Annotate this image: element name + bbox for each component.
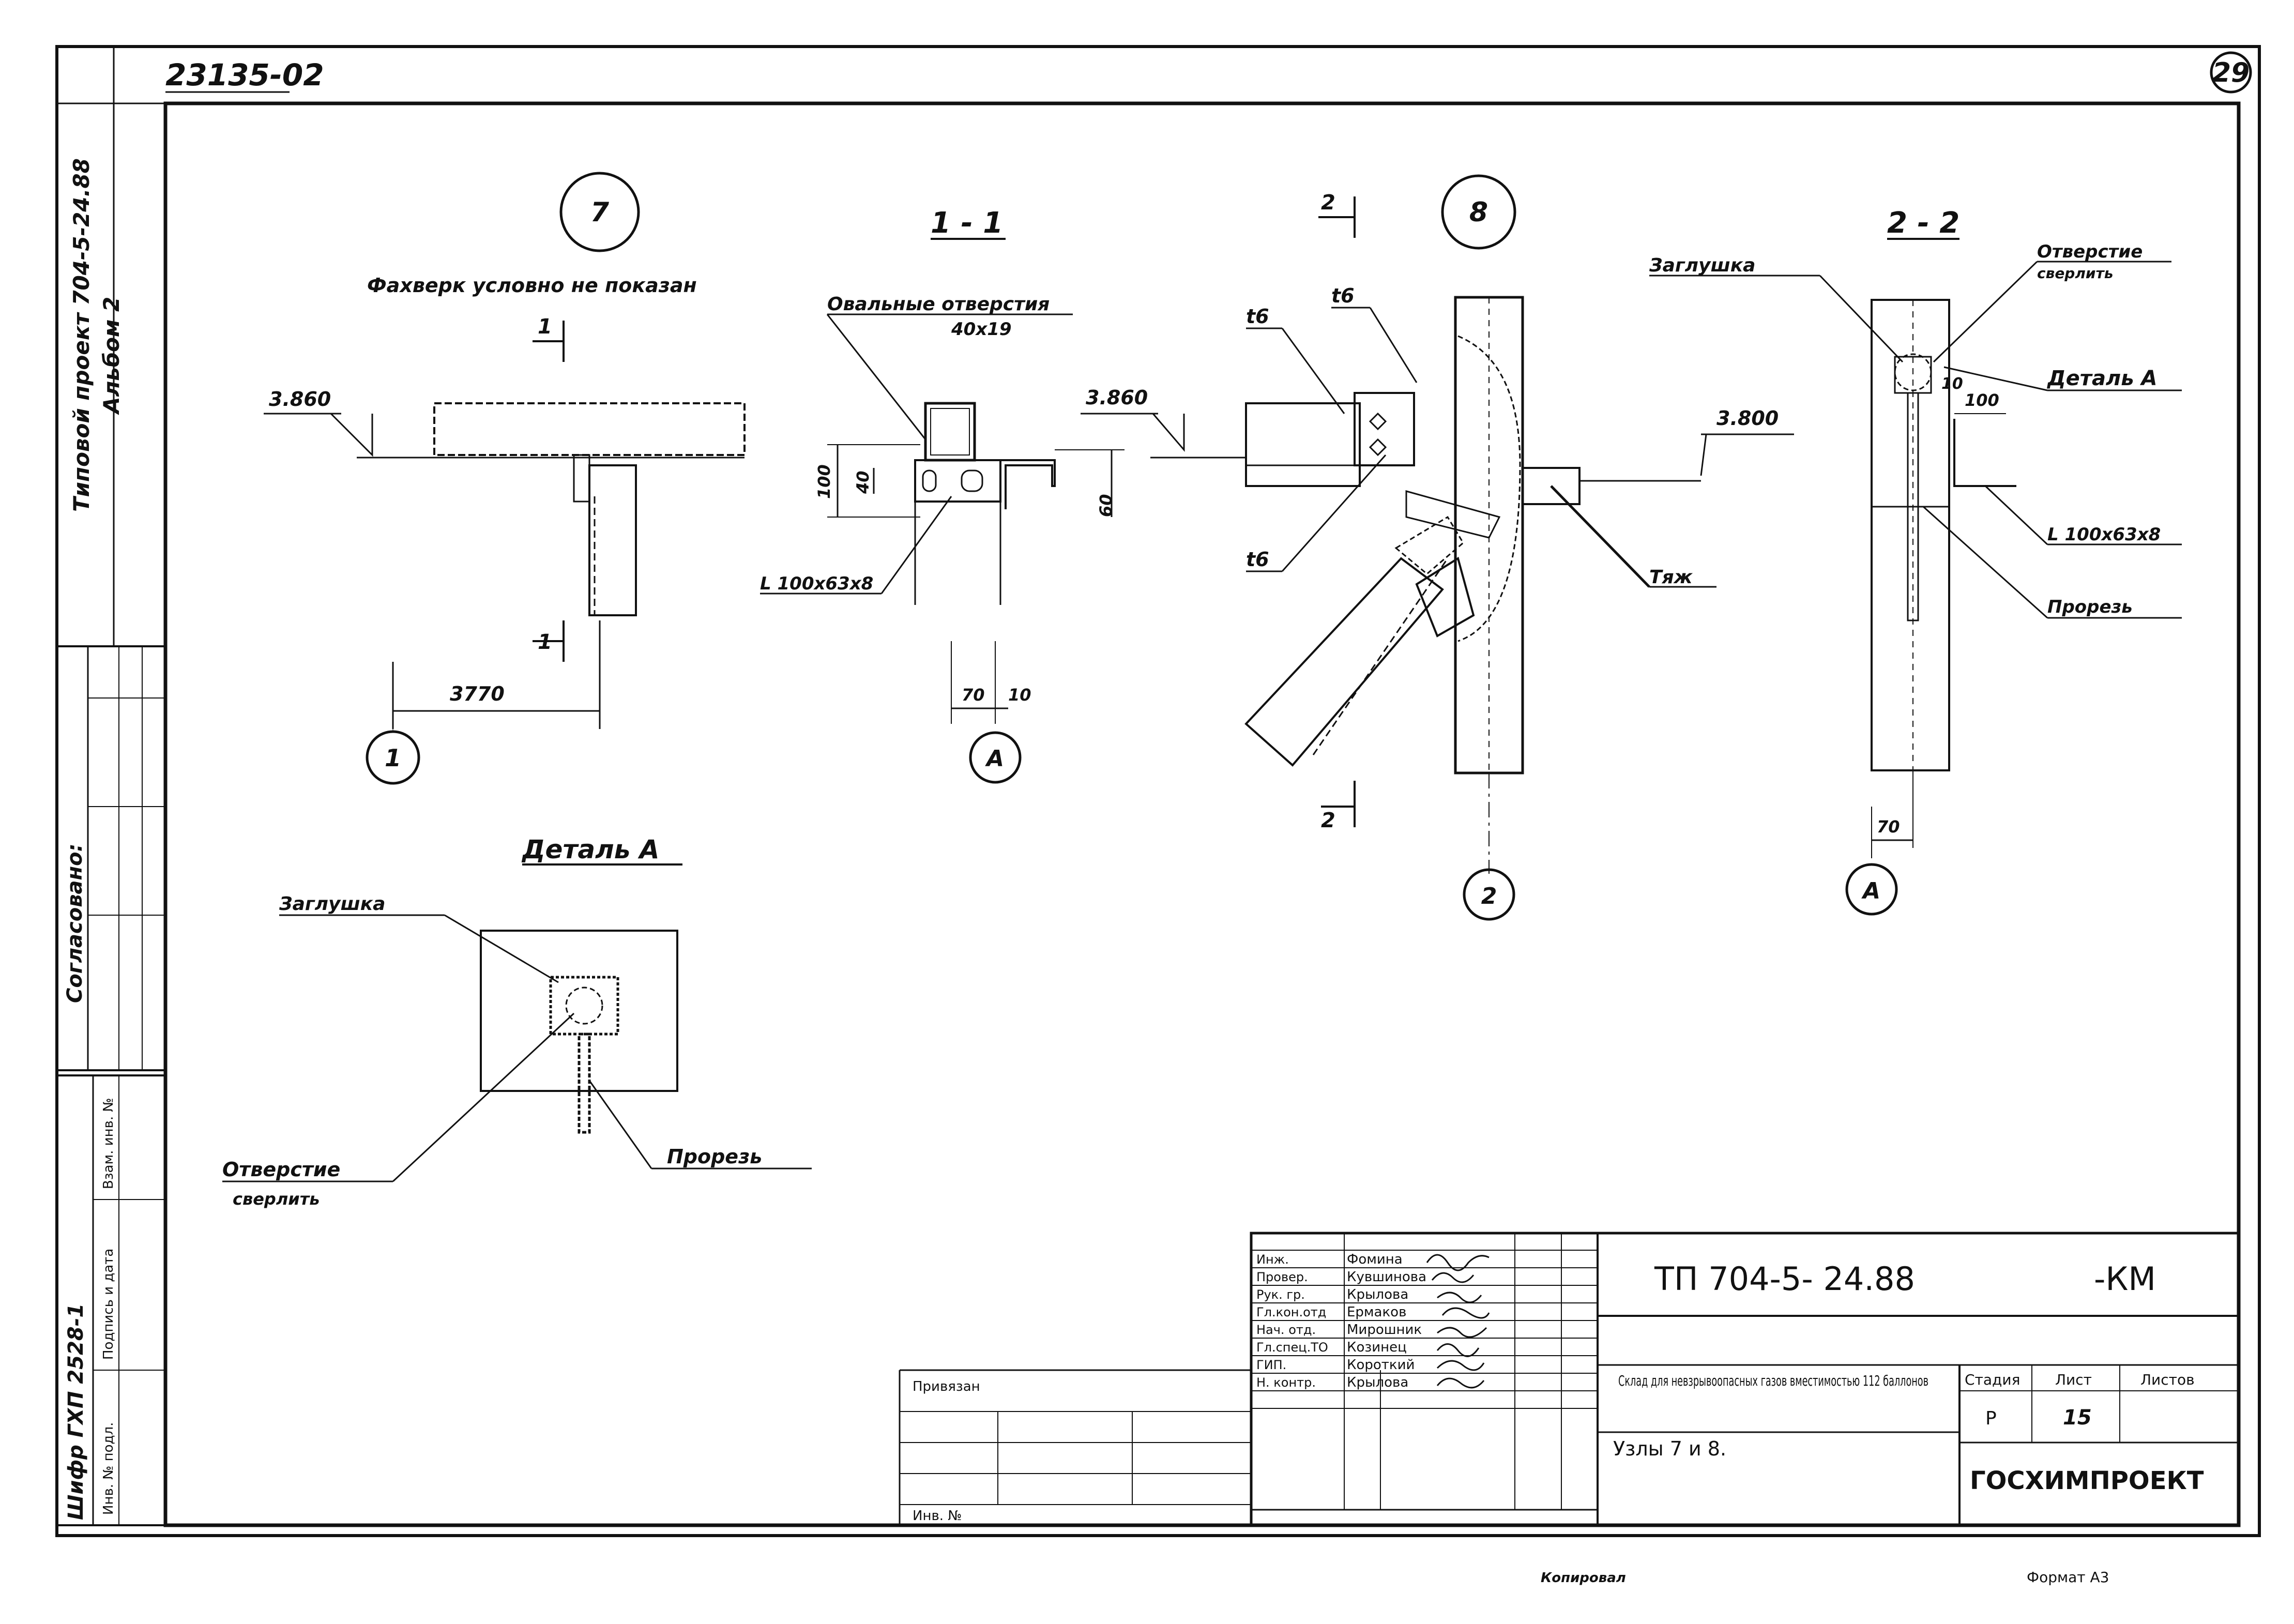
dim-10-11: 10 — [1008, 685, 1031, 705]
dim-100: 100 — [814, 464, 834, 499]
name-7: Крылова — [1347, 1375, 1408, 1390]
roles-column: Инж. Провер. Рук. гр. Гл.кон.отд Нач. от… — [1251, 1250, 1598, 1409]
node-7-dim-3770: 3770 — [450, 682, 505, 705]
desc-line: Склад для невзрывоопасных газов вместимо… — [1618, 1372, 1928, 1389]
node-8-circle — [1441, 174, 1516, 250]
name-0: Фомина — [1347, 1252, 1403, 1267]
slot-label-a: Прорезь — [667, 1145, 762, 1168]
angle-label-11: L 100х63х8 — [760, 573, 873, 594]
sheet-header: Лист — [2055, 1371, 2092, 1388]
t6-label-c: t6 — [1246, 548, 1269, 571]
vzam-label: Взам. инв. № — [101, 1098, 116, 1189]
node-7-section-bottom: 1 — [538, 630, 552, 654]
role-5: Гл.спец.ТО — [1256, 1340, 1328, 1355]
plug-label-a: Заглушка — [279, 893, 385, 915]
name-6: Короткий — [1347, 1357, 1415, 1373]
node-8: 8 2 2 3.860 3.800 Тяж — [1081, 174, 1794, 921]
svg-text:1: 1 — [385, 744, 401, 772]
detail-a-ref: Деталь А — [2046, 367, 2157, 390]
t6-label-a: t6 — [1246, 305, 1269, 328]
section-2-2-title: 2 - 2 — [1887, 206, 1959, 240]
detail-a-title: Деталь А — [521, 834, 660, 864]
role-6: ГИП. — [1256, 1358, 1286, 1372]
svg-text:2: 2 — [1481, 883, 1497, 909]
slot-label-22: Прорезь — [2047, 597, 2133, 617]
dim-60: 60 — [1096, 494, 1116, 517]
role-7: Н. контр. — [1256, 1375, 1316, 1390]
sheet-frame — [55, 45, 2261, 1537]
name-4: Мирошник — [1347, 1322, 1422, 1338]
sheets-header: Листов — [2140, 1371, 2195, 1388]
km-mark: -КМ — [2094, 1260, 2156, 1298]
hole-label-a: Отверстие — [222, 1158, 340, 1181]
agreed-label: Согласовано: — [63, 843, 87, 1003]
sheet-number-badge: 29 — [2210, 51, 2252, 94]
svg-text:29: 29 — [2212, 57, 2250, 88]
node-8-section-top: 2 — [1321, 191, 1335, 215]
node-8-level-right: 3.800 — [1716, 407, 1779, 430]
svg-text:7: 7 — [590, 197, 610, 228]
svg-text:А: А — [1861, 878, 1880, 904]
axis-a-bubble-22 — [1845, 863, 1898, 916]
title-block: Привязан Инв. № Инж. Провер. Рук. гр. Гл… — [899, 1232, 2240, 1527]
left-strip: Типовой проект 704-5-24.88 Альбом 2 Согл… — [56, 47, 166, 1526]
project-ref: Типовой проект 704-5-24.88 — [69, 158, 94, 512]
oval-holes-label: Овальные отверстия — [827, 294, 1050, 315]
dim-100-22: 100 — [1965, 390, 1999, 410]
name-5: Козинец — [1347, 1340, 1407, 1355]
nodes-label: Узлы 7 и 8. — [1613, 1437, 1726, 1460]
plug-label-22: Заглушка — [1649, 255, 1755, 276]
node-8-level-left: 3.860 — [1086, 386, 1148, 409]
name-3: Ермаков — [1347, 1304, 1406, 1320]
copied-label: Копировал — [1541, 1570, 1626, 1586]
node-8-section-bottom: 2 — [1321, 809, 1335, 832]
stage-header: Стадия — [1965, 1371, 2020, 1388]
inv-no-tb: Инв. № — [913, 1508, 962, 1524]
hole-label-22: Отверстие — [2037, 241, 2143, 262]
stage-value: Р — [1985, 1408, 1997, 1429]
node-7: 7 Фахверк условно не показан 3.860 1 1 3… — [264, 172, 746, 785]
role-1: Провер. — [1256, 1270, 1308, 1284]
sign-date-label: Подпись и дата — [101, 1249, 116, 1360]
node-7-level: 3.860 — [269, 388, 331, 411]
axis-1-bubble — [366, 730, 420, 785]
cipher-label: Шифр ГХП 2528-1 — [64, 1303, 88, 1520]
sheet-value: 15 — [2063, 1406, 2092, 1430]
role-3: Гл.кон.отд — [1256, 1305, 1326, 1319]
role-0: Инж. — [1256, 1252, 1289, 1267]
axis-a-bubble-11 — [969, 731, 1022, 784]
drill-label-22: сверлить — [2037, 265, 2113, 282]
drill-label-a: сверлить — [233, 1189, 320, 1209]
dim-70-11: 70 — [962, 685, 985, 705]
inv-no-label: Инв. № подл. — [101, 1422, 116, 1515]
dim-40: 40 — [853, 470, 873, 494]
svg-text:8: 8 — [1469, 197, 1488, 228]
section-1-1: 1 - 1 Овальные отверстия 40х19 100 40 60… — [760, 206, 1125, 784]
org-name: ГОСХИМПРОЕКТ — [1970, 1466, 2204, 1495]
section-1-1-title: 1 - 1 — [931, 206, 1003, 240]
dim-70-22: 70 — [1877, 817, 1900, 837]
role-4: Нач. отд. — [1256, 1323, 1316, 1337]
node-7-circle — [559, 172, 640, 252]
svg-text:А: А — [985, 746, 1004, 772]
privyazan-label: Привязан — [913, 1379, 980, 1394]
section-2-2: 2 - 2 Заглушка Отверстие сверлить Деталь… — [1649, 206, 2182, 916]
t6-label-b: t6 — [1331, 284, 1355, 307]
angle-label-22: L 100х63х8 — [2047, 524, 2161, 545]
dim-10-22: 10 — [1941, 375, 1963, 393]
oval-holes-size: 40х19 — [951, 319, 1012, 340]
name-1: Кувшинова — [1347, 1269, 1426, 1285]
format-label: Формат А3 — [2027, 1569, 2109, 1586]
project-code: ТП 704-5- 24.88 — [1654, 1260, 1915, 1298]
node-7-note: Фахверк условно не показан — [367, 274, 697, 297]
node-7-section-top: 1 — [538, 315, 552, 339]
album-ref: Альбом 2 — [99, 297, 124, 415]
role-2: Рук. гр. — [1256, 1287, 1305, 1302]
tie-label: Тяж — [1649, 567, 1693, 588]
name-2: Крылова — [1347, 1287, 1408, 1302]
doc-number: 23135-02 — [165, 57, 324, 93]
axis-2-bubble — [1463, 868, 1515, 921]
detail-a: Деталь А Заглушка Отверстие сверлить Про… — [222, 834, 812, 1209]
